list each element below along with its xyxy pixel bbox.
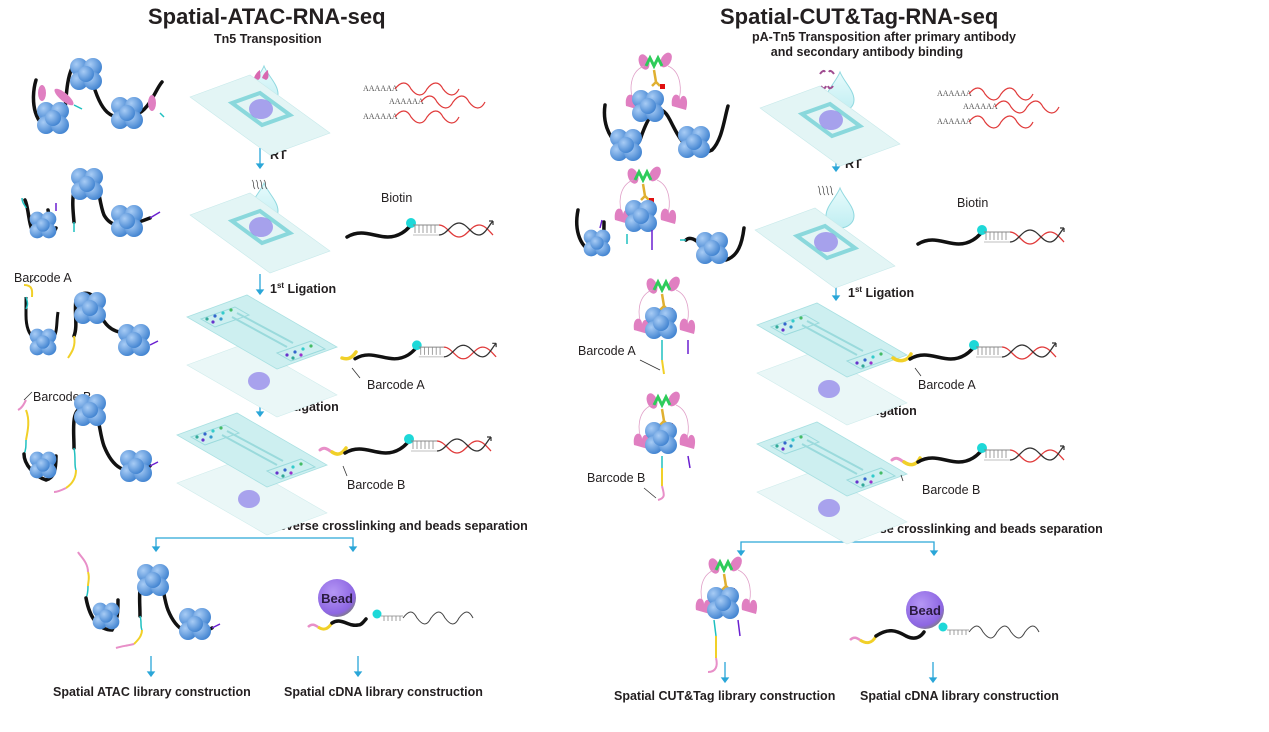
step-tn5-transposition: Tn5 Transposition [214, 32, 322, 46]
cdna-barcode-a-duplex [891, 338, 1058, 377]
final-atac-library: Spatial ATAC library construction [53, 685, 251, 699]
cdna-barcode-a-duplex [340, 338, 498, 379]
label-barcode-a-left-atac: Barcode A [14, 271, 72, 285]
step-reverse-crosslinking-atac: Reverse crosslinking and beads separatio… [270, 519, 528, 533]
tn5-icon [254, 70, 269, 80]
cdna-biotin-duplex [345, 216, 495, 239]
step-sup: st [276, 281, 285, 290]
label-biotin-cuttag: Biotin [957, 196, 989, 210]
mrna-polya-atac: AAAAAA AAAAAA AAAAAA [363, 82, 486, 124]
slide-chamber-icon [188, 73, 332, 157]
chromatin-tn5-atac [31, 58, 165, 134]
bead-label: Bead [321, 591, 353, 606]
polya-text: AAAAAA [363, 84, 398, 93]
label-barcode-a-right-cuttag: Barcode A [918, 378, 976, 392]
cdna-barcode-b-duplex [318, 432, 493, 477]
chromatin-antibody-barcode-b-cuttag [632, 388, 697, 501]
chromatin-barcode-a-atac [23, 276, 159, 359]
step-num: 1 [848, 286, 855, 301]
slide-chamber-icon [758, 84, 902, 168]
chromatin-antibody-barcode-a-cuttag [632, 273, 697, 375]
final-cdna-library-cuttag: Spatial cDNA library construction [860, 689, 1059, 703]
mrna-polya-cuttag: AAAAAA AAAAAA AAAAAA [937, 87, 1060, 129]
polya-text: AAAAAA [937, 117, 972, 126]
bead-icon [318, 579, 356, 617]
final-cuttag-library: Spatial CUT&Tag library construction [614, 689, 836, 703]
step-reverse-crosslinking-cuttag: Reverse crosslinking and beads separatio… [845, 522, 1103, 536]
bead-label: Bead [909, 603, 941, 618]
chromatin-antibody-rt-cuttag [575, 163, 746, 264]
final-cdna-library-atac: Spatial cDNA library construction [284, 685, 483, 699]
microfluidic-chip-icon [756, 421, 908, 545]
step-text: Ligation [862, 286, 915, 301]
label-barcode-a-left-cuttag: Barcode A [578, 344, 636, 358]
branch-arrow-cuttag [740, 541, 935, 553]
panel-title-atac: Spatial-ATAC-RNA-seq [148, 4, 386, 29]
chromatin-antibody-cuttag [602, 49, 730, 161]
bead-cdna-atac: Bead [307, 579, 474, 631]
polya-text: AAAAAA [363, 112, 398, 121]
chromatin-rt-atac [21, 168, 161, 239]
branch-arrow-atac [155, 537, 354, 549]
chromatin-barcode-b-atac [17, 391, 159, 493]
panel-title-cuttag: Spatial-CUT&Tag-RNA-seq [720, 4, 999, 29]
step-num: 1 [270, 282, 277, 297]
microfluidic-chip-icon [186, 294, 338, 418]
label-biotin-atac: Biotin [381, 191, 413, 205]
microfluidic-chip-icon [176, 412, 328, 536]
subtitle-line: pA-Tn5 Transposition after primary antib… [752, 30, 1016, 44]
cdna-biotin-duplex [916, 223, 1066, 246]
label-barcode-b-right-cuttag: Barcode B [922, 483, 981, 497]
label-barcode-b-right-atac: Barcode B [347, 478, 406, 492]
subtitle-line: and secondary antibody binding [770, 45, 964, 59]
bead-icon [906, 591, 944, 629]
microfluidic-chip-icon [756, 302, 908, 426]
step-pa-tn5-transposition: pA-Tn5 Transposition after primary antib… [752, 30, 1016, 60]
chromatin-final-atac [77, 551, 221, 649]
step-1st-ligation-cuttag: 1st Ligation [848, 285, 914, 300]
label-barcode-a-right-atac: Barcode A [367, 378, 425, 392]
label-barcode-b-left-cuttag: Barcode B [587, 471, 646, 485]
polya-text: AAAAAA [963, 102, 998, 111]
tn5-icon [38, 85, 46, 101]
step-1st-ligation-atac: 1st Ligation [270, 281, 336, 296]
chromatin-antibody-final-cuttag [694, 553, 759, 673]
slide-chamber-icon [753, 206, 897, 290]
step-text: Ligation [284, 282, 337, 297]
slide-chamber-icon [188, 191, 332, 275]
cdna-barcode-b-duplex [890, 441, 1066, 482]
polya-text: AAAAAA [389, 97, 424, 106]
polya-text: AAAAAA [937, 89, 972, 98]
step-sup: st [854, 285, 863, 294]
bead-cdna-cuttag: Bead [849, 591, 1040, 645]
